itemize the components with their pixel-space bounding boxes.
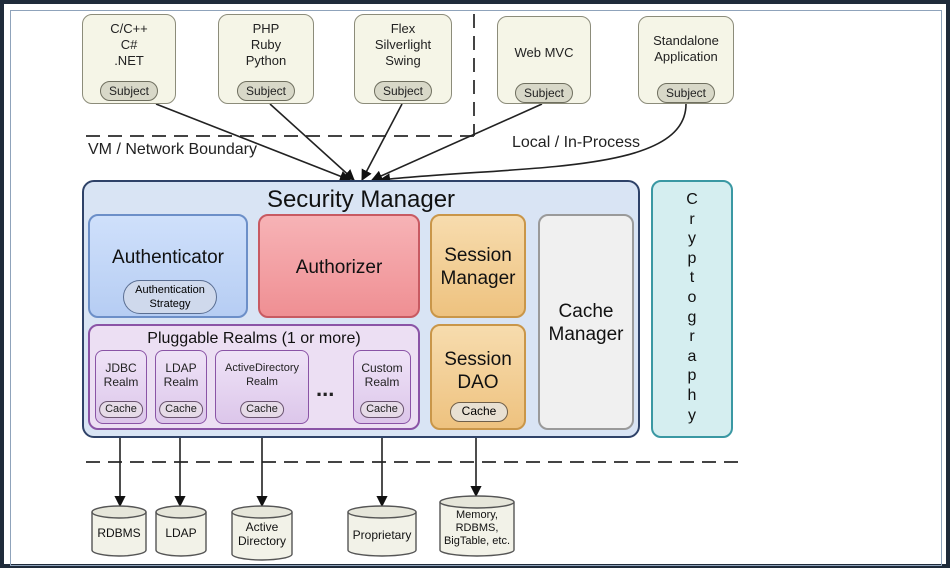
subject-pill: Subject [236, 81, 296, 101]
authentication-strategy: Authentication Strategy [123, 280, 217, 314]
jdbc-realm: JDBC Realm Cache [95, 350, 147, 424]
cryptography-letter: C [686, 191, 698, 208]
client-line: Standalone [653, 33, 719, 48]
realm-cache-pill: Cache [159, 401, 203, 418]
cache-manager: Cache Manager [538, 214, 634, 430]
realm-line: Realm [364, 375, 400, 389]
authorizer-label: Authorizer [295, 257, 383, 278]
datastore-line: Memory, [456, 509, 498, 521]
realm-cache-pill: Cache [240, 401, 284, 418]
session-dao: Session DAO Cache [430, 324, 526, 430]
client-standalone: Standalone Application Subject [638, 16, 734, 104]
client-rich-ui: Flex Silverlight Swing Subject [354, 14, 452, 104]
cryptography: C r y p t o g r a p h y [651, 180, 733, 438]
cryptography-letter: g [687, 308, 697, 326]
session-manager-line: Session [444, 245, 512, 266]
realm-line: JDBC [105, 361, 137, 375]
cache-manager-line: Manager [548, 324, 624, 345]
proprietary-label: Proprietary [352, 528, 412, 542]
datastore-line: Directory [237, 534, 286, 548]
datastore-line: RDBMS, [455, 522, 499, 534]
cryptography-letter: p [687, 367, 697, 385]
client-line: Application [654, 49, 718, 64]
realm-line: Custom [361, 361, 403, 375]
client-line: C# [120, 37, 138, 52]
subject-pill: Subject [656, 83, 716, 103]
client-line: C/C++ [110, 21, 148, 36]
cryptography-letter: h [687, 386, 697, 404]
client-line: Flex [390, 21, 416, 36]
vm-network-boundary-label: VM / Network Boundary [88, 141, 257, 158]
diagram-inner-border [10, 10, 942, 566]
rdbms-cylinder [91, 505, 147, 557]
realm-line: Realm [163, 375, 199, 389]
cryptography-letter: p [687, 249, 697, 267]
datastore-line: BigTable, etc. [443, 535, 511, 547]
client-line: Web MVC [514, 45, 574, 60]
session-manager: Session Manager [430, 214, 526, 318]
realm-line: ActiveDirectory [225, 362, 299, 374]
authorizer: Authorizer [258, 214, 420, 318]
proprietary-cylinder [347, 505, 417, 557]
cryptography-letter: a [687, 347, 697, 365]
datastore-line: Active [245, 520, 279, 534]
client-dotnet: C/C++ C# .NET Subject [82, 14, 176, 104]
client-scripting: PHP Ruby Python Subject [218, 14, 314, 104]
realm-line: LDAP [165, 361, 197, 375]
realms-ellipsis: ... [316, 376, 335, 401]
cryptography-letter: y [688, 406, 696, 424]
memory-cylinder [439, 495, 515, 557]
cryptography-letter: t [689, 269, 695, 287]
session-manager-line: Manager [440, 268, 516, 289]
pluggable-realms-title: Pluggable Realms (1 or more) [147, 330, 361, 347]
authentication-strategy-line: Authentication [135, 284, 205, 296]
realm-cache-pill: Cache [360, 401, 404, 418]
memory-label: Memory, RDBMS, BigTable, etc. [438, 509, 516, 548]
arrow-client-2 [269, 103, 355, 181]
cryptography-letters: C r y p t o g r a p h y [653, 190, 731, 425]
ldap-cylinder [155, 505, 207, 557]
custom-realm: Custom Realm Cache [353, 350, 411, 424]
client-line: Swing [385, 53, 421, 68]
rdbms-label: RDBMS [97, 526, 141, 540]
active-directory-label: Active Directory [230, 520, 294, 548]
client-line: PHP [252, 21, 280, 36]
cryptography-letter: r [689, 328, 695, 346]
client-web-mvc: Web MVC Subject [497, 16, 591, 104]
active-directory-realm: ActiveDirectory Realm Cache [215, 350, 309, 424]
cryptography-letter: r [689, 210, 695, 228]
subject-pill: Subject [373, 81, 433, 101]
ldap-realm: LDAP Realm Cache [155, 350, 207, 424]
cryptography-letter: o [687, 288, 697, 306]
session-dao-cache-pill: Cache [450, 402, 508, 422]
session-dao-line: Session [444, 349, 512, 370]
cache-manager-line: Cache [558, 301, 614, 322]
security-manager-title: Security Manager [266, 186, 456, 213]
arrow-client-1 [155, 103, 352, 182]
active-directory-cylinder [231, 505, 293, 561]
realm-cache-pill: Cache [99, 401, 143, 418]
realm-line: Realm [103, 375, 139, 389]
ldap-label: LDAP [165, 526, 197, 540]
session-dao-line: DAO [457, 372, 499, 393]
authenticator: Authenticator Authentication Strategy [88, 214, 248, 318]
authentication-strategy-line: Strategy [149, 298, 191, 310]
client-line: Python [245, 53, 287, 68]
client-line: Ruby [250, 37, 282, 52]
arrow-client-5 [378, 103, 687, 185]
cryptography-letter: y [688, 230, 696, 248]
arrow-client-3 [361, 103, 403, 181]
realm-line: Realm [246, 376, 278, 388]
client-line: .NET [114, 53, 144, 68]
client-line: Silverlight [374, 37, 432, 52]
authenticator-label: Authenticator [112, 247, 224, 268]
subject-pill: Subject [514, 83, 574, 103]
local-in-process-label: Local / In-Process [512, 134, 641, 151]
arrow-client-4 [370, 103, 543, 181]
subject-pill: Subject [99, 81, 159, 101]
